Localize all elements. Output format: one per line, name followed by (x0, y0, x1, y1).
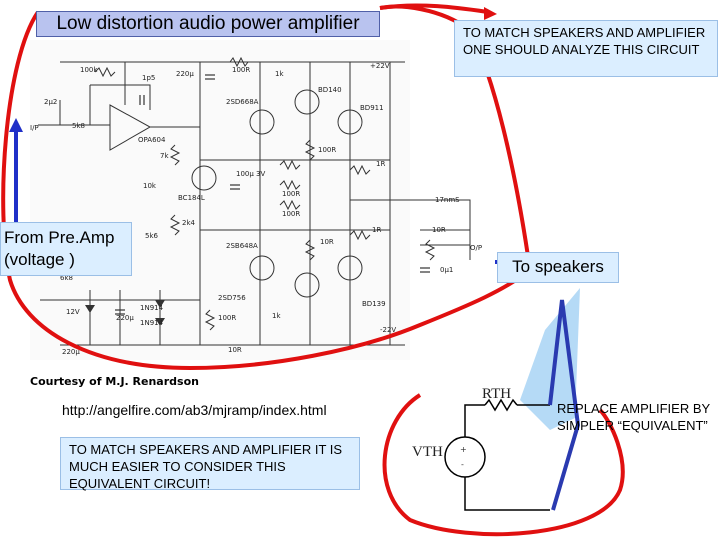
source-url: http://angelfire.com/ab3/mjramp/index.ht… (62, 402, 327, 418)
svg-text:BD911: BD911 (360, 104, 384, 112)
svg-text:2k4: 2k4 (182, 219, 196, 227)
note-analyze-circuit: TO MATCH SPEAKERS AND AMPLIFIER ONE SHOU… (454, 20, 718, 77)
red-arrow-curve (379, 3, 489, 14)
svg-text:1N914: 1N914 (140, 319, 164, 327)
svg-text:-22V: -22V (380, 326, 396, 334)
rth-label: RTH (482, 386, 511, 402)
svg-text:100R: 100R (232, 66, 250, 74)
note-equivalent-circuit: TO MATCH SPEAKERS AND AMPLIFIER IT IS MU… (60, 437, 360, 491)
preamp-input-label: From Pre.Amp (voltage ) (0, 222, 132, 276)
svg-text:6k8: 6k8 (60, 274, 73, 282)
svg-text:BC184L: BC184L (178, 194, 205, 202)
svg-text:1k: 1k (275, 70, 284, 78)
svg-text:100R: 100R (318, 146, 336, 154)
schematic-labels: 100k 1p5 220µ 100R 1k BD140 +22V BD911 2… (30, 62, 482, 356)
svg-text:12V: 12V (66, 308, 80, 316)
svg-text:10k: 10k (143, 182, 157, 190)
svg-text:100R: 100R (282, 210, 300, 218)
svg-text:1R: 1R (376, 160, 385, 168)
svg-text:10R: 10R (228, 346, 242, 354)
svg-text:OPA604: OPA604 (138, 136, 166, 144)
replace-amplifier-label: REPLACE AMPLIFIER BY SIMPLER “EQUIVALENT… (557, 401, 710, 433)
svg-text:5k8: 5k8 (72, 122, 85, 130)
svg-text:0µ1: 0µ1 (440, 266, 453, 274)
svg-text:10R: 10R (320, 238, 334, 246)
speaker-connector (548, 299, 581, 511)
svg-text:1k: 1k (272, 312, 281, 320)
svg-text:100k: 100k (80, 66, 98, 74)
speakers-output-label: To speakers (497, 252, 619, 283)
diagram-title: Low distortion audio power amplifier (36, 11, 380, 37)
red-outline-amplifier (1, 4, 533, 371)
svg-text:17nmS: 17nmS (435, 196, 460, 204)
svg-text:1N914: 1N914 (140, 304, 164, 312)
svg-text:+22V: +22V (370, 62, 390, 70)
svg-text:5k6: 5k6 (145, 232, 159, 240)
svg-text:1R: 1R (372, 226, 381, 234)
svg-text:220µ: 220µ (62, 348, 80, 356)
svg-text:2µ2: 2µ2 (44, 98, 57, 106)
svg-text:2SB648A: 2SB648A (226, 242, 258, 250)
red-outline-equivalent (382, 393, 625, 537)
credit-text: Courtesy of M.J. Renardson (30, 375, 199, 388)
svg-text:7k: 7k (160, 152, 169, 160)
vth-label: VTH (412, 444, 443, 460)
svg-text:220µ: 220µ (176, 70, 194, 78)
svg-text:100R: 100R (282, 190, 300, 198)
svg-text:BD139: BD139 (362, 300, 386, 308)
svg-text:+: + (460, 445, 467, 454)
svg-text:10R: 10R (432, 226, 446, 234)
svg-text:1p5: 1p5 (142, 74, 155, 82)
svg-text:100µ 3V: 100µ 3V (236, 170, 265, 178)
svg-text:2SD756: 2SD756 (218, 294, 246, 302)
svg-text:100R: 100R (218, 314, 236, 322)
svg-text:I/P: I/P (30, 124, 39, 132)
svg-text:O/P: O/P (470, 244, 482, 252)
svg-text:2SD668A: 2SD668A (226, 98, 259, 106)
svg-text:220µ: 220µ (116, 314, 134, 322)
svg-text:-: - (461, 460, 464, 469)
svg-text:BD140: BD140 (318, 86, 342, 94)
